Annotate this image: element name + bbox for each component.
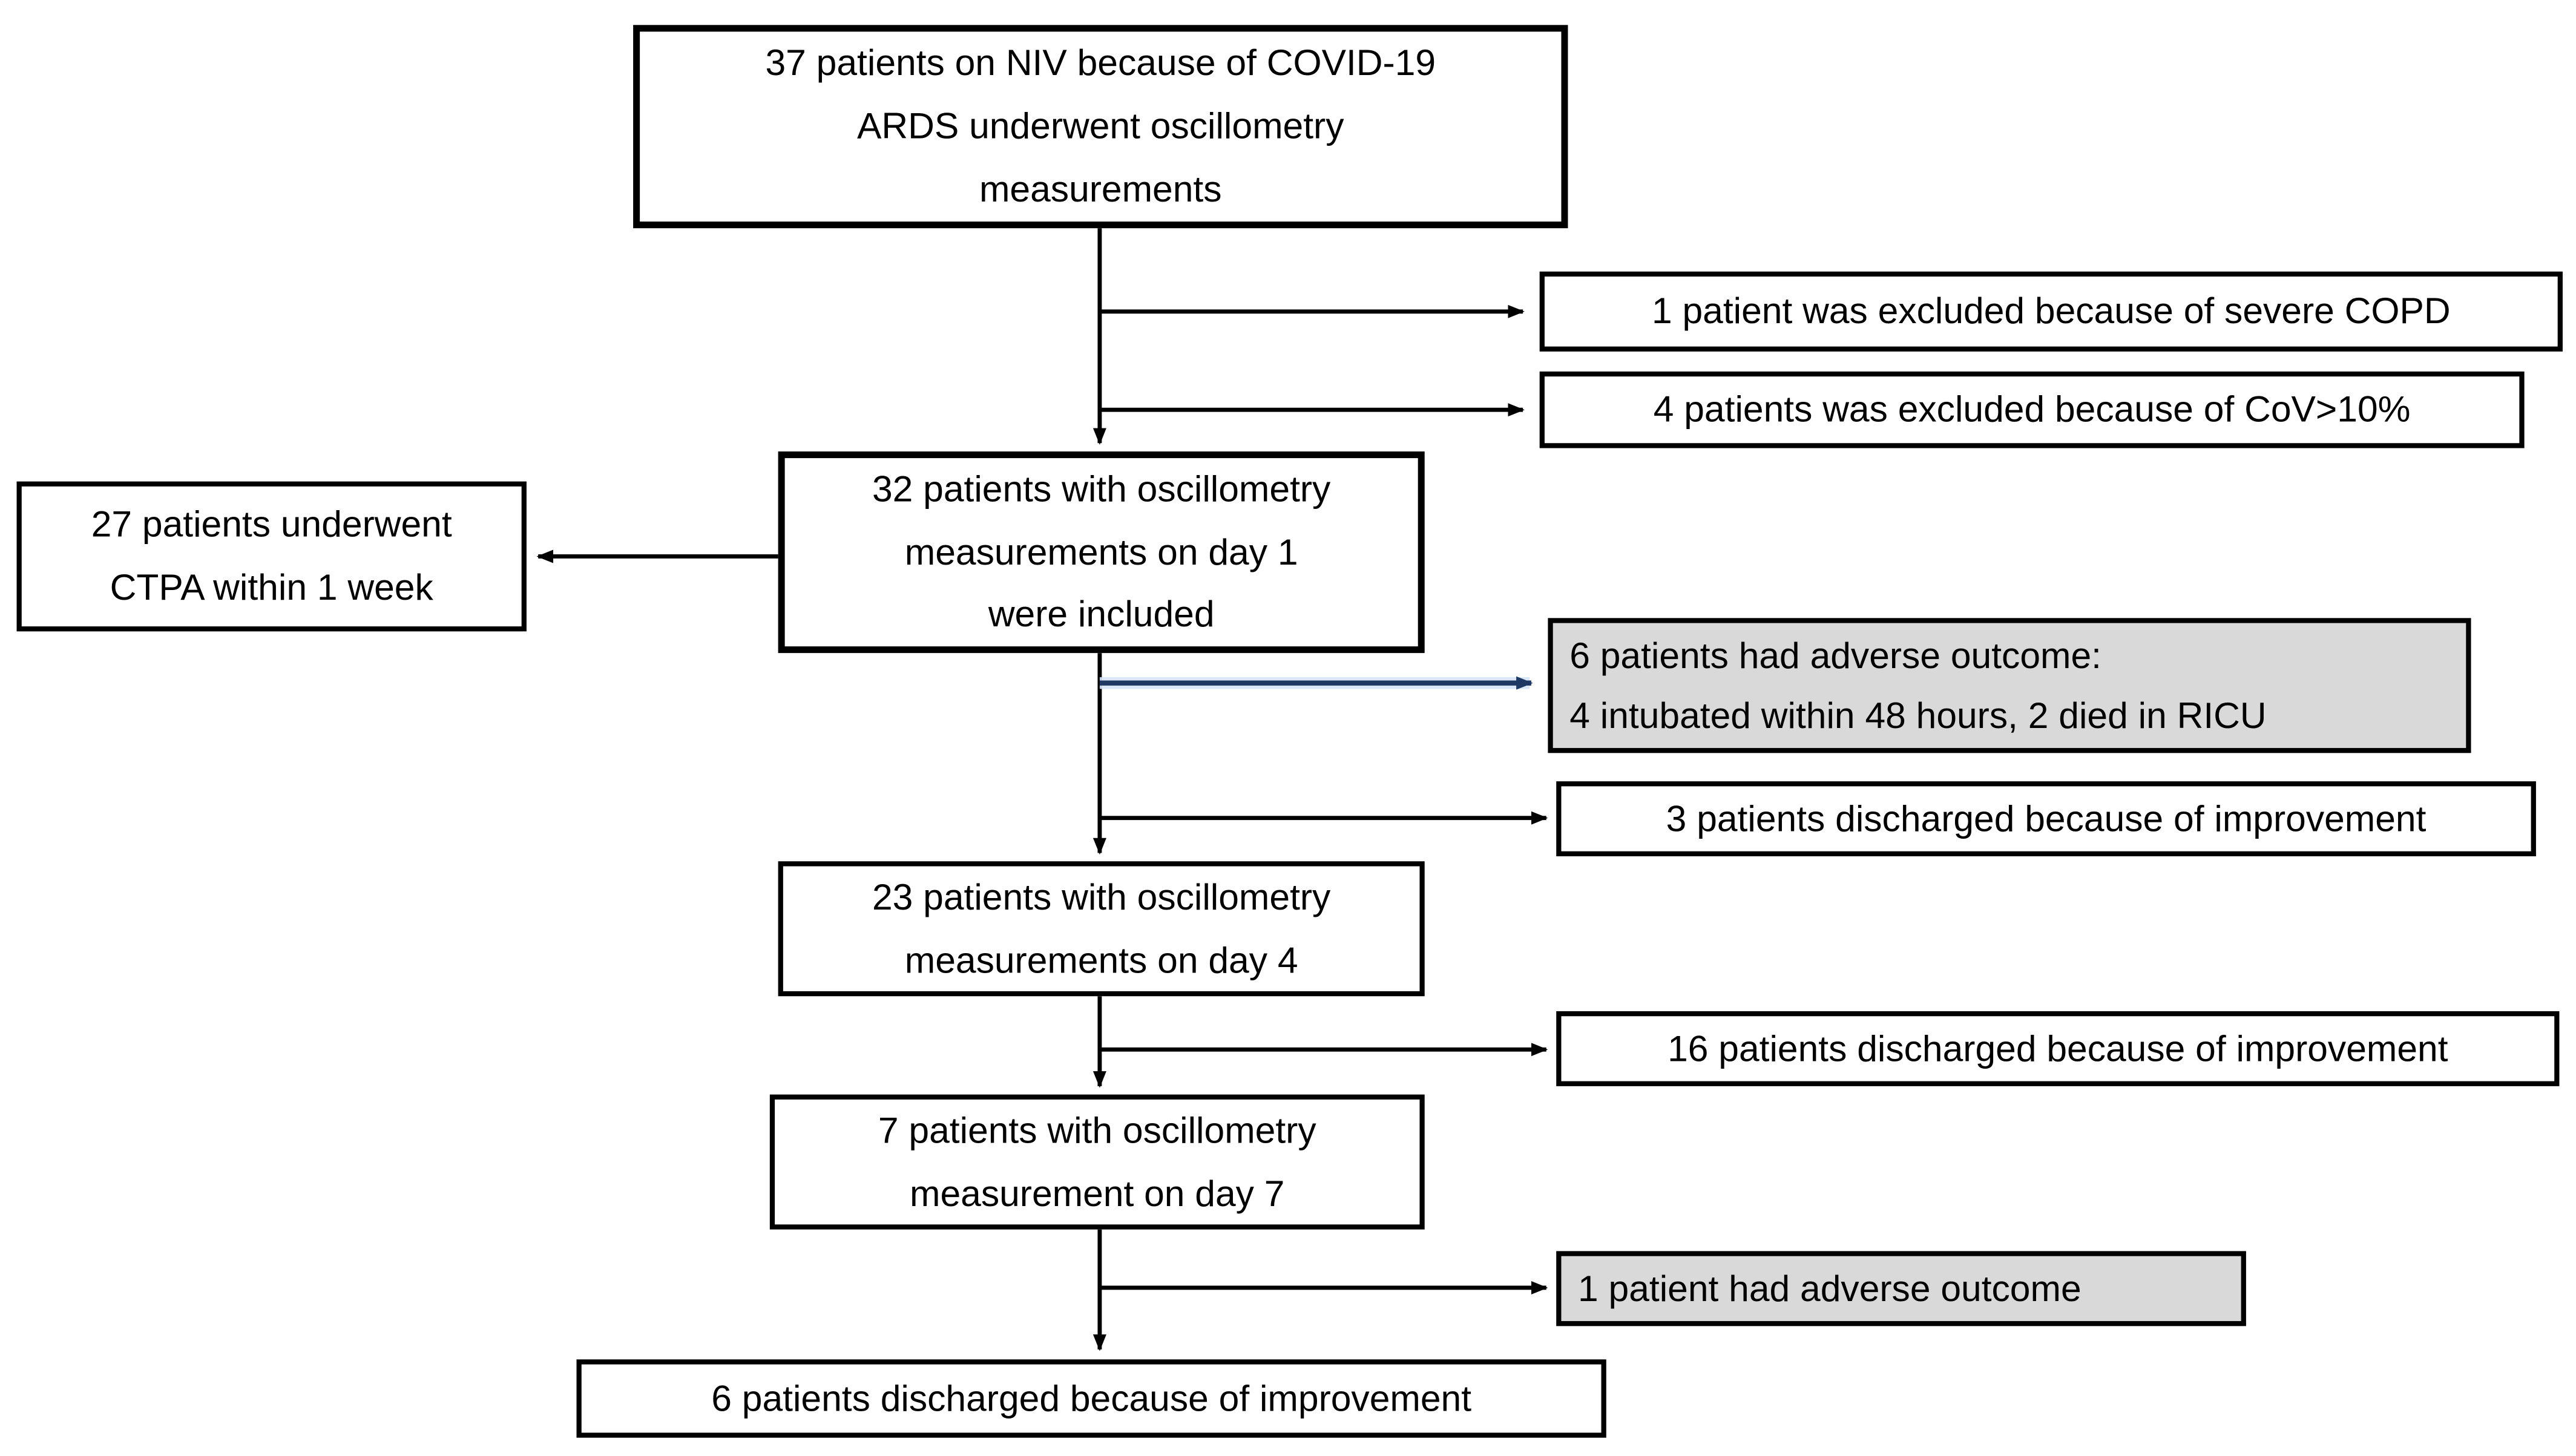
node-excluded-cov: 4 patients was excluded because of CoV>1… [1539, 371, 2525, 448]
node-discharged-after-day1: 3 patients discharged because of improve… [1556, 781, 2536, 856]
node-day7-measurements: 7 patients with oscillometry measurement… [769, 1094, 1425, 1230]
node-adverse-day1-label: 6 patients had adverse outcome: 4 intuba… [1569, 634, 2267, 736]
node-day7-label: 7 patients with oscillometry measurement… [878, 1109, 1316, 1214]
node-day4-label: 23 patients with oscillometry measuremen… [872, 876, 1331, 981]
node-discharged-day4-label: 16 patients discharged because of improv… [1668, 1027, 2448, 1069]
node-excluded-copd-label: 1 patient was excluded because of severe… [1651, 290, 2451, 332]
node-adverse-outcome-day1: 6 patients had adverse outcome: 4 intuba… [1548, 618, 2471, 753]
node-adverse-day7-label: 1 patient had adverse outcome [1577, 1267, 2082, 1309]
node-day4-measurements: 23 patients with oscillometry measuremen… [778, 861, 1425, 997]
node-ctpa: 27 patients underwent CTPA within 1 week [16, 481, 527, 632]
node-ctpa-label: 27 patients underwent CTPA within 1 week [91, 503, 452, 608]
node-discharged-after-day4: 16 patients discharged because of improv… [1556, 1011, 2560, 1086]
node-enrolled-label: 37 patients on NIV because of COVID-19 A… [765, 42, 1436, 210]
node-discharged-day7-label: 6 patients discharged because of improve… [711, 1377, 1472, 1419]
node-discharged-after-day7: 6 patients discharged because of improve… [576, 1359, 1606, 1438]
node-discharged-day1-label: 3 patients discharged because of improve… [1666, 797, 2426, 839]
node-enrolled: 37 patients on NIV because of COVID-19 A… [633, 25, 1568, 229]
node-day1-label: 32 patients with oscillometry measuremen… [872, 467, 1331, 636]
node-day1-included: 32 patients with oscillometry measuremen… [778, 451, 1425, 654]
node-excluded-copd: 1 patient was excluded because of severe… [1539, 271, 2563, 352]
node-adverse-outcome-day7: 1 patient had adverse outcome [1556, 1251, 2246, 1326]
node-excluded-cov-label: 4 patients was excluded because of CoV>1… [1653, 388, 2411, 430]
